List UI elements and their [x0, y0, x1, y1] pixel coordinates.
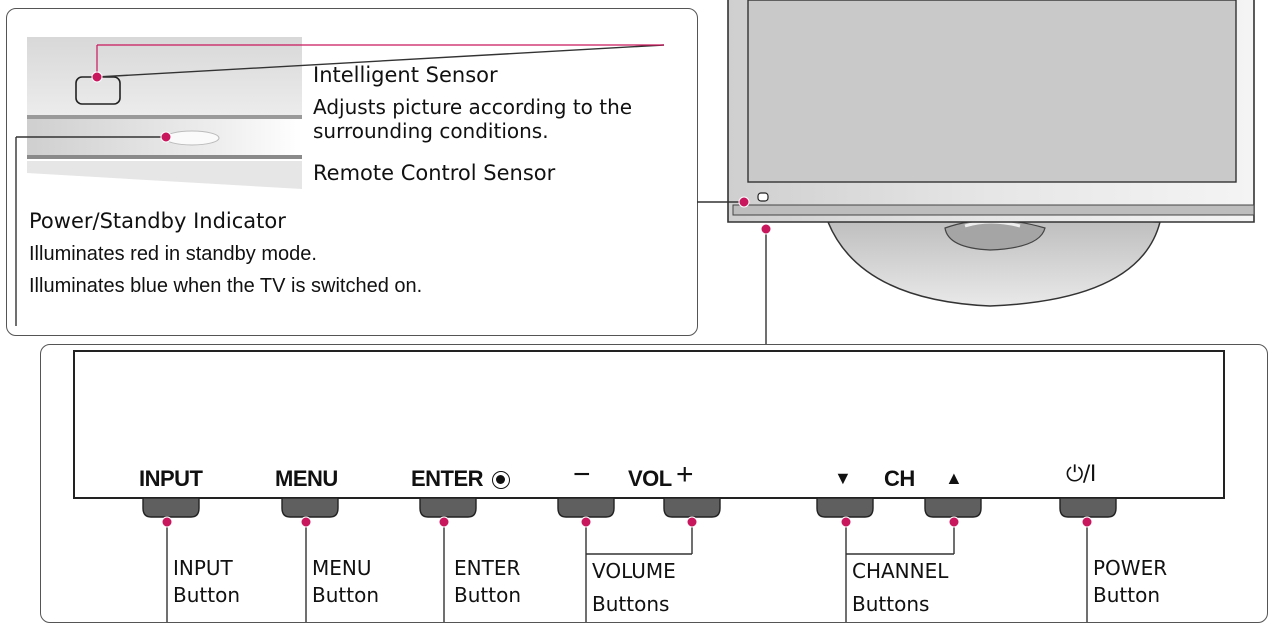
panel-label-menu: MENU [275, 466, 338, 491]
panel-label-vol-plus: + [676, 458, 694, 491]
panel-label-vol: VOL [628, 466, 672, 491]
panel-label-power: ⏻/I [1066, 462, 1096, 487]
input-physical-button [142, 497, 200, 518]
ch-up-physical-button [924, 497, 982, 518]
ch-down-physical-button [816, 497, 874, 518]
power-indicator-desc-1: Illuminates red in standby mode. [29, 243, 317, 265]
bezel-closeup-illustration [27, 37, 302, 189]
enter-physical-button [419, 497, 477, 518]
panel-label-vol-minus: − [573, 458, 591, 491]
power-indicator-title: Power/Standby Indicator [29, 209, 286, 233]
panel-label-ch-down: ▼ [834, 468, 852, 488]
menu-physical-button [281, 497, 339, 518]
intelligent-sensor-desc-2: surrounding conditions. [313, 119, 549, 143]
remote-sensor-title: Remote Control Sensor [313, 161, 556, 185]
enter-circle-icon [492, 471, 510, 489]
intelligent-sensor-title: Intelligent Sensor [313, 63, 498, 87]
power-indicator-desc-2: Illuminates blue when the TV is switched… [29, 275, 423, 297]
vol-minus-physical-button [557, 497, 615, 518]
vol-plus-physical-button [663, 497, 721, 518]
panel-label-input: INPUT [139, 466, 203, 491]
leader-lines [15, 44, 1088, 622]
panel-label-ch: CH [884, 466, 915, 491]
intelligent-sensor-desc-1: Adjusts picture according to the [313, 95, 633, 119]
panel-label-ch-up: ▲ [945, 468, 963, 488]
callout-dots [91, 71, 1093, 528]
power-physical-button [1059, 497, 1117, 518]
panel-label-enter: ENTER [411, 466, 484, 491]
